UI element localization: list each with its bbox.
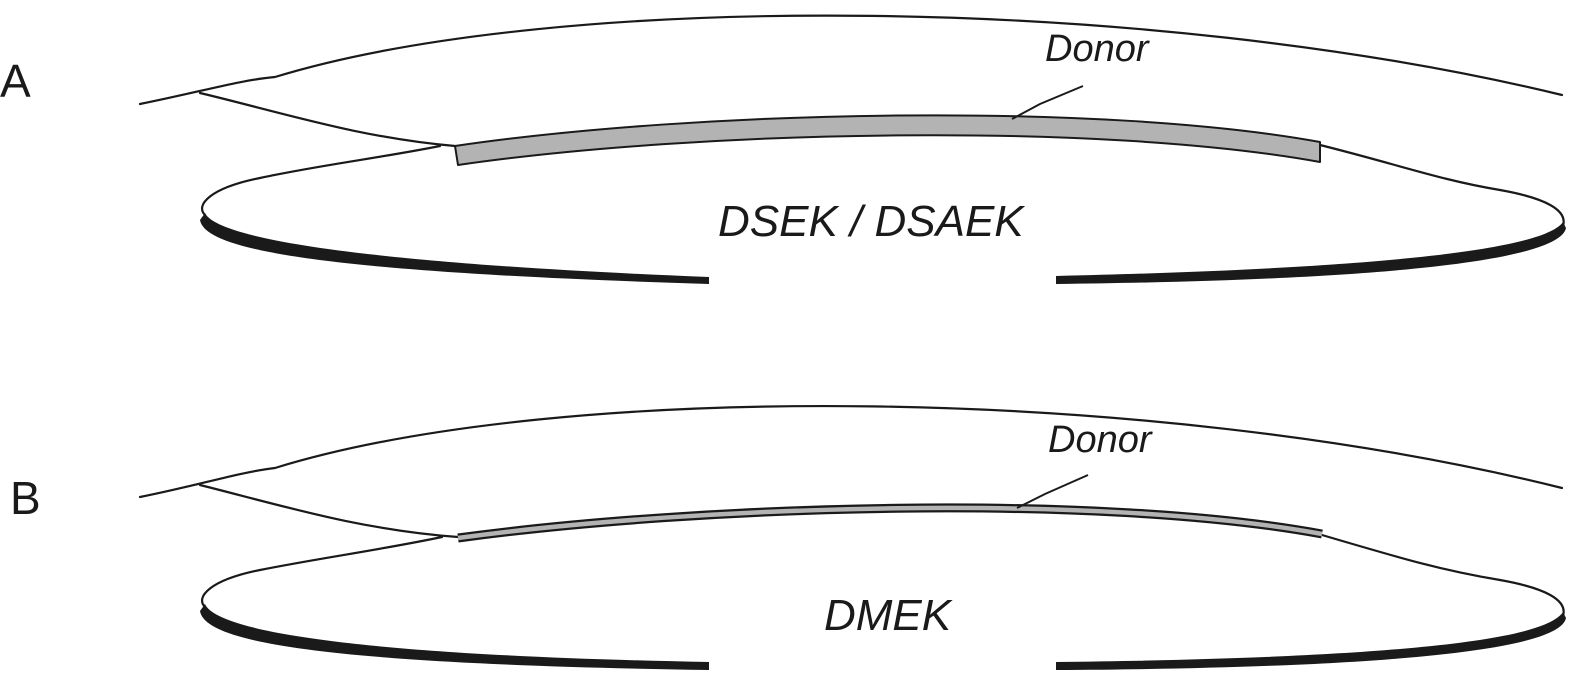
panel-a-procedure-label: DSEK / DSAEK: [718, 197, 1025, 246]
panel-a-donor-label: Donor: [1045, 28, 1150, 70]
panel-a-letter: A: [0, 55, 31, 107]
panel-b-donor-pointer: [1016, 474, 1089, 509]
panel-a-anterior-chamber-left-upper: [200, 144, 442, 217]
panel-a-cornea-posterior: [198, 91, 457, 148]
panel-a-posterior-right: [1318, 143, 1502, 192]
panel-b-cornea-posterior: [198, 483, 460, 539]
panel-b-cornea-anterior: [138, 404, 1564, 499]
panel-a-donor-graft: [454, 114, 1321, 166]
panel-a-cornea-anterior: [138, 14, 1564, 106]
panel-a: A Donor DSEK / DSAEK: [0, 14, 1566, 284]
panel-b: B Donor DMEK: [10, 404, 1566, 670]
panel-b-anterior-chamber-left-upper: [200, 535, 444, 609]
panel-a-donor-pointer: [1011, 85, 1084, 120]
panel-a-iris-right: [1056, 222, 1566, 284]
panel-a-iris-left: [200, 213, 709, 284]
panel-b-donor-label: Donor: [1048, 419, 1153, 461]
panel-b-iris-left: [200, 604, 709, 670]
panel-b-iris-right: [1056, 612, 1566, 670]
panel-b-anterior-chamber-right-upper: [1498, 578, 1565, 618]
panel-b-procedure-label: DMEK: [824, 591, 953, 640]
panel-b-donor-graft: [457, 505, 1323, 541]
panel-b-letter: B: [10, 472, 41, 524]
panel-a-anterior-chamber-right-upper: [1498, 188, 1565, 228]
panel-b-posterior-right: [1320, 533, 1502, 582]
